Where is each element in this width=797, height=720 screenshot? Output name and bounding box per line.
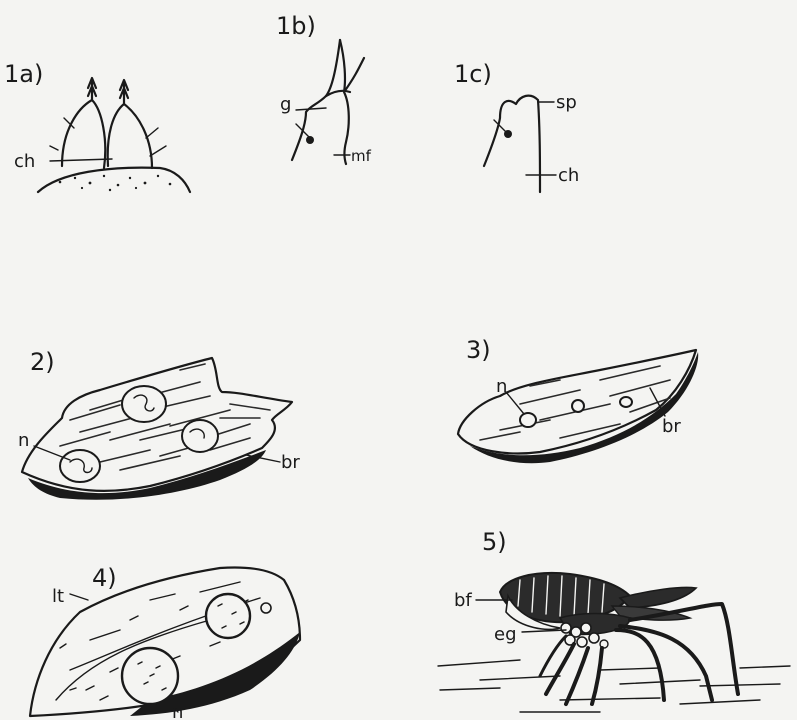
figure-4-nest [206, 594, 250, 638]
figure-1a-left-tip [88, 78, 96, 100]
figure-1b: 1b) g mf [276, 12, 372, 165]
figure-2-label: 2) [30, 348, 55, 376]
figure-1a-label: 1a) [4, 60, 43, 88]
figure-3-n-label: n [496, 376, 507, 397]
figure-1a-right-spine [108, 104, 152, 168]
figure-2-nest [182, 420, 218, 452]
figure-1a-base [38, 168, 190, 192]
figure-4-n-label: n [172, 702, 183, 720]
figure-4: 4) lt n [30, 564, 300, 720]
figure-1c: 1c) sp ch [454, 60, 579, 192]
figure-1a-ch-leader [50, 159, 112, 161]
figure-1b-mf-label: mf [351, 147, 372, 165]
figure-5-eg-label: eg [494, 624, 517, 645]
figure-5-eg-leader [522, 630, 566, 632]
figure-3-nest [620, 397, 632, 407]
figure-1b-g-leader [296, 108, 326, 110]
figure-2: 2) n br [18, 348, 300, 500]
figure-1a-right-tip [120, 80, 128, 104]
figure-1a-ch-label: ch [14, 151, 35, 172]
figure-1b-stalk-right [340, 40, 364, 164]
figure-4-nest [261, 603, 271, 613]
figure-1a: 1a) ch [4, 60, 190, 192]
figure-1a-stipple [59, 175, 172, 191]
figure-5: 5) [438, 528, 790, 712]
figure-3: 3) n br [458, 336, 698, 463]
figure-1a-left-spine [62, 100, 105, 168]
figure-1c-label: 1c) [454, 60, 492, 88]
figure-1b-g-label: g [280, 94, 291, 115]
figure-2-n-label: n [18, 430, 29, 451]
figure-2-nest [60, 450, 100, 482]
figure-4-lt-leader [70, 594, 88, 600]
figure-5-wing [620, 587, 696, 608]
figure-3-nest [572, 400, 584, 412]
figure-5-bf-label: bf [454, 590, 472, 611]
figure-1b-stalk-left [292, 40, 340, 160]
figure-2-nest [122, 386, 166, 422]
figure-2-br-label: br [281, 452, 300, 473]
figure-1c-ch-label: ch [558, 165, 579, 186]
figure-4-label: 4) [92, 564, 117, 592]
figure-3-label: 3) [466, 336, 491, 364]
figure-3-nest [520, 413, 536, 427]
figure-2-n-leader [34, 446, 70, 460]
figure-4-lt-label: lt [52, 586, 64, 607]
figure-5-label: 5) [482, 528, 507, 556]
figure-1c-outline [484, 96, 540, 192]
figure-1b-label: 1b) [276, 12, 316, 40]
figure-3-br-label: br [662, 416, 681, 437]
figure-1c-sp-label: sp [556, 92, 577, 113]
